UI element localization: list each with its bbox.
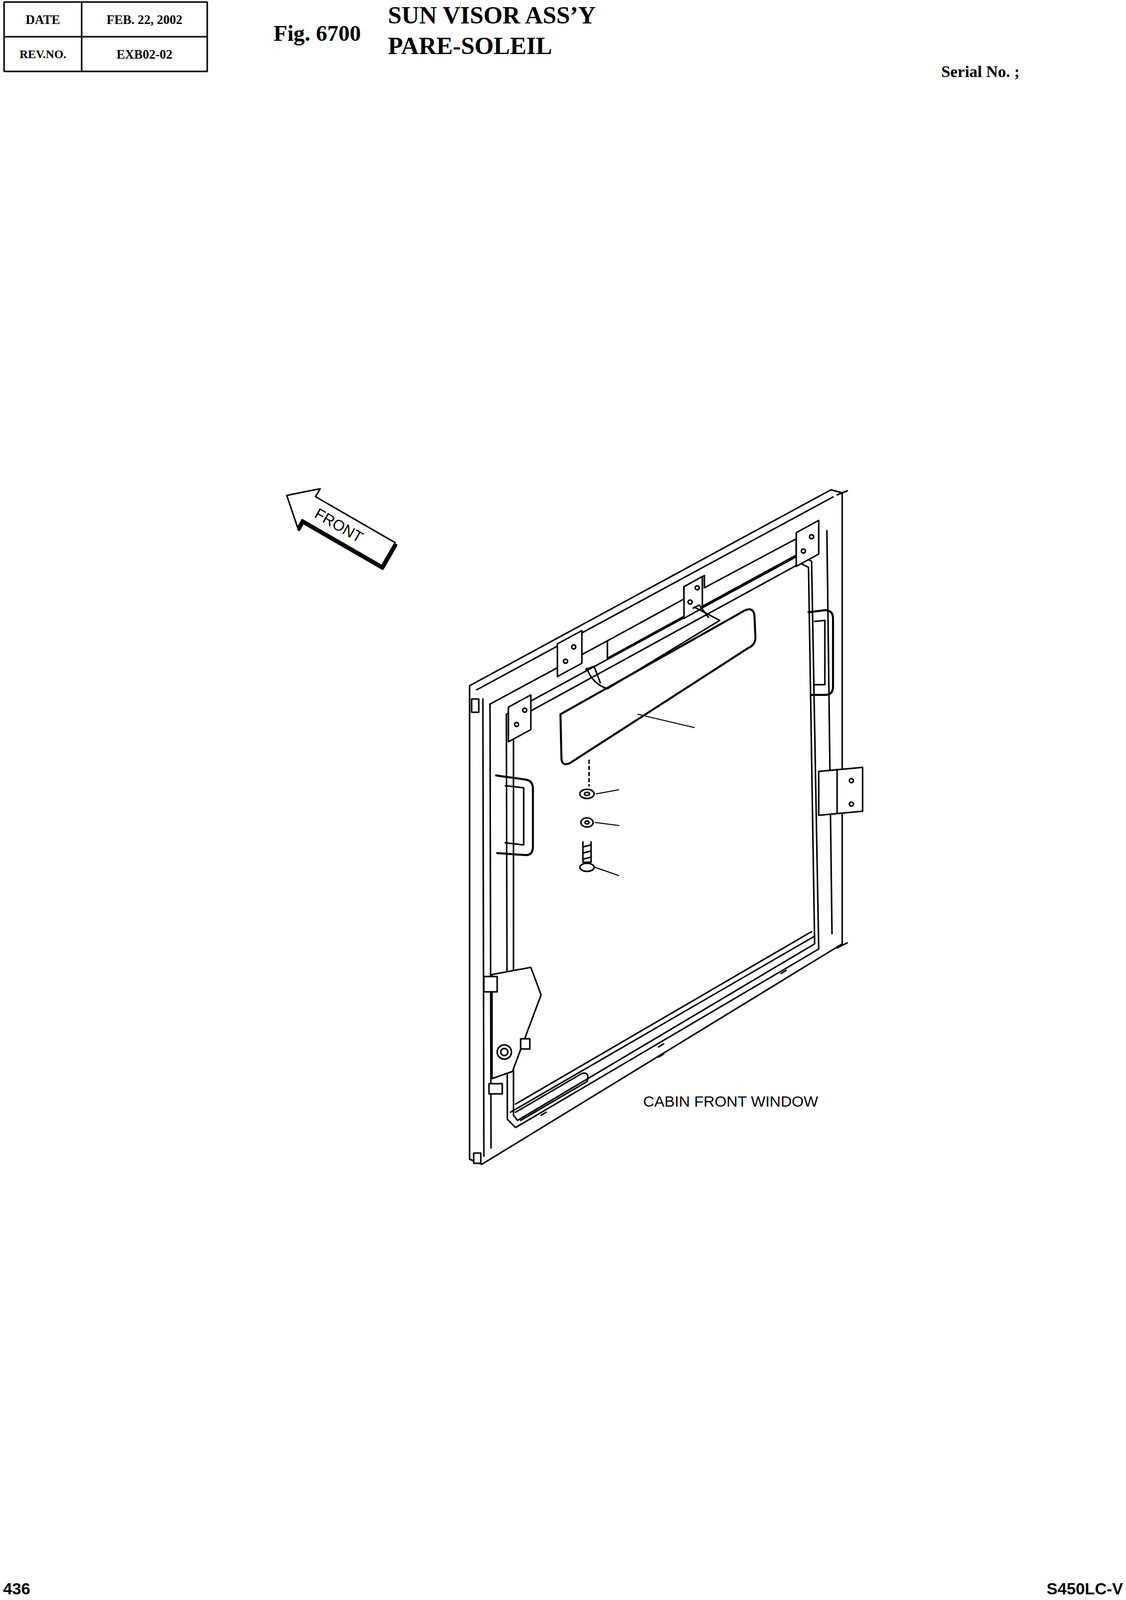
window-frame (469, 490, 863, 1165)
french-title: PARE-SOLEIL (387, 33, 553, 59)
serial-note: Serial No. ; (941, 63, 1020, 80)
front-arrow (275, 476, 402, 576)
table-cell: EXB02-02 (81, 36, 208, 72)
model-number: S450LC-V (1046, 1581, 1123, 1598)
table-cell: DATE (4, 2, 82, 37)
fasteners (579, 760, 619, 876)
table-cell: REV.NO. (4, 36, 82, 72)
table-cell: FEB. 22, 2002 (81, 2, 208, 37)
figure-number: Fig. 6700 (273, 22, 361, 45)
part-name: CABIN FRONT WINDOW (643, 1094, 819, 1110)
sun-visor (560, 605, 756, 765)
page-number: 436 (3, 1581, 31, 1598)
header-table (4, 2, 208, 72)
figure-title: SUN VISOR ASS’Y (387, 3, 596, 28)
